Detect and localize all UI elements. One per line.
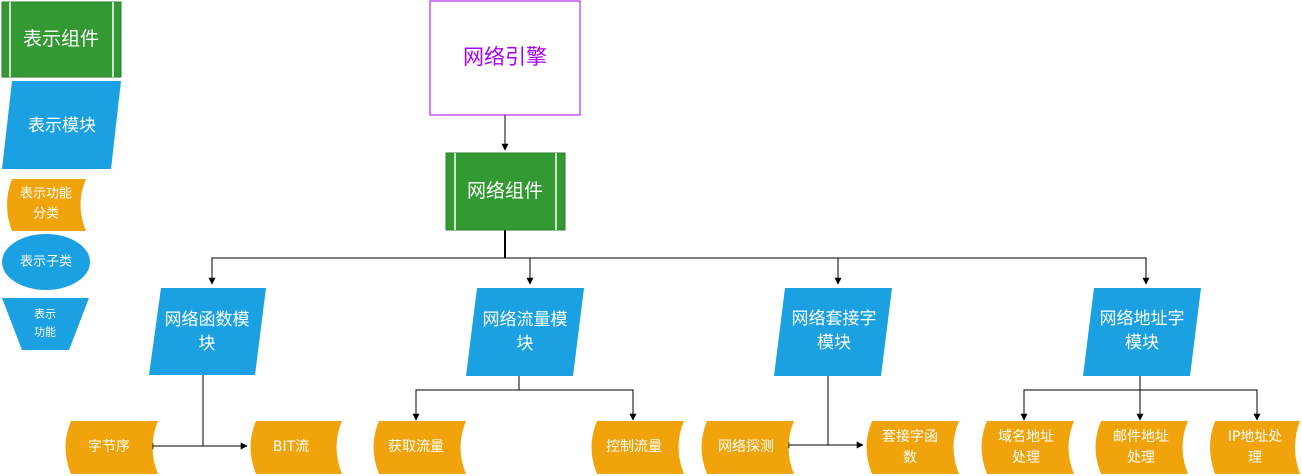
function-node-1-1: 字节序	[65, 421, 158, 474]
edge-module-2-child-1	[412, 376, 520, 421]
edge-component-module-2	[505, 257, 534, 285]
module-node-3: 网络套接字 模块	[774, 288, 892, 376]
module-4-line-1: 网络地址字	[1100, 309, 1185, 329]
component-node: 网络组件	[445, 152, 566, 231]
function-4-1-line-2: 处理	[1012, 450, 1040, 466]
function-2-1-label: 获取流量	[388, 439, 444, 455]
function-node-3-2: 套接字函 数	[866, 421, 959, 474]
edge-module-2-child-2	[519, 389, 637, 421]
edge-component-module-4	[838, 257, 1150, 285]
function-node-2-1: 获取流量	[373, 421, 466, 474]
legend-subclass-shape: 表示子类	[2, 234, 90, 290]
root-label: 网络引擎	[463, 45, 547, 69]
module-node-4: 网络地址字 模块	[1083, 288, 1201, 376]
legend-subclass-label: 表示子类	[20, 255, 72, 270]
component-label: 网络组件	[467, 180, 543, 202]
function-node-1-2: BIT流	[250, 421, 342, 474]
root-node: 网络引擎	[429, 0, 581, 116]
function-4-2-line-2: 处理	[1127, 450, 1155, 466]
function-node-4-1: 域名地址 处理	[981, 421, 1074, 474]
function-1-1-label: 字节序	[88, 439, 130, 455]
function-3-2-line-1: 套接字函	[882, 428, 938, 445]
legend-component-shape: 表示组件	[1, 1, 122, 78]
module-4-line-2: 模块	[1125, 333, 1159, 353]
module-2-line-2: 块	[517, 334, 534, 354]
edge-module-4-child-3	[1140, 389, 1261, 421]
module-node-2: 网络流量模 块	[466, 288, 584, 376]
function-4-3-line-2: 理	[1248, 450, 1262, 466]
legend-function-line-1: 表示	[34, 307, 56, 321]
function-4-1-line-1: 域名地址	[998, 429, 1054, 445]
legend-component-label: 表示组件	[23, 28, 99, 50]
legend-module-shape: 表示模块	[2, 81, 121, 169]
edge-component-module-3	[505, 257, 842, 285]
function-2-2-label: 控制流量	[606, 439, 662, 455]
legend-function-shape: 表示 功能	[2, 298, 89, 350]
legend-category-line-2: 分类	[33, 207, 59, 222]
function-3-1-label: 网络探测	[718, 439, 774, 455]
module-3-line-2: 模块	[817, 333, 851, 353]
edge-module-4-child-1	[1020, 376, 1141, 421]
legend-module-label: 表示模块	[28, 116, 96, 136]
function-3-2-line-2: 数	[903, 450, 917, 466]
function-4-3-line-1: IP地址处	[1228, 429, 1283, 445]
module-node-1: 网络函数模 块	[149, 288, 266, 375]
legend: 表示组件 表示模块 表示功能 分类 表示子类 表示 功能	[1, 1, 122, 350]
module-1-line-2: 块	[199, 334, 216, 354]
function-node-2-2: 控制流量	[591, 421, 684, 474]
module-3-line-1: 网络套接字	[792, 309, 877, 329]
legend-category-shape: 表示功能 分类	[7, 179, 86, 231]
module-1-line-1: 网络函数模	[165, 310, 250, 330]
function-4-2-line-1: 邮件地址	[1113, 429, 1169, 445]
edge-component-module-1	[208, 230, 506, 285]
legend-function-line-2: 功能	[34, 325, 56, 339]
function-node-4-3: IP地址处 理	[1210, 421, 1300, 474]
legend-category-line-1: 表示功能	[20, 187, 72, 202]
module-2-line-1: 网络流量模	[483, 310, 568, 330]
connectors	[146, 115, 1261, 450]
function-node-3-1: 网络探测	[701, 421, 794, 474]
function-node-4-2: 邮件地址 处理	[1095, 421, 1188, 474]
function-1-2-label: BIT流	[273, 439, 309, 455]
